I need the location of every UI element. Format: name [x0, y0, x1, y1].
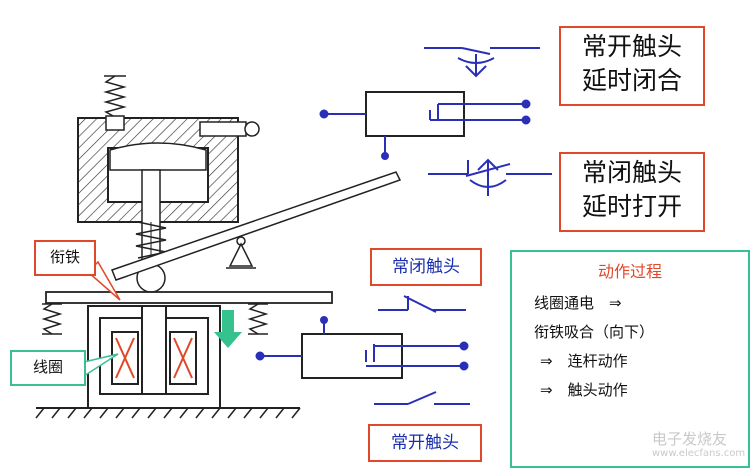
top-spring: [103, 75, 127, 118]
lower-contact-block: [255, 316, 469, 379]
right-spring: [247, 303, 269, 335]
lever-pivot: [226, 236, 256, 269]
nc-contact-symbol: [378, 295, 466, 313]
process-step: ⇒ 触头动作: [540, 381, 628, 399]
nc-contact-label: 常闭触头: [370, 248, 482, 286]
nc-delay-open-label: 常闭触头 延时打开: [559, 152, 705, 232]
no-contact-symbol: [374, 391, 470, 405]
air-chamber: [77, 115, 260, 223]
nc-delay-open-line1: 常闭触头: [581, 158, 682, 187]
upper-contact-block: [319, 91, 531, 160]
armature-plate: [45, 291, 333, 304]
process-title: 动作过程: [597, 262, 662, 281]
down-arrow: [214, 310, 242, 348]
nc-delay-open-symbol: [428, 158, 552, 196]
process-step: 线圈通电 ⇒: [534, 294, 622, 312]
base-ground: [35, 407, 301, 419]
armature-label: 衔铁: [34, 240, 96, 276]
nc-delay-open-line2: 延时打开: [581, 192, 682, 221]
no-contact-label: 常开触头: [368, 424, 482, 462]
coil-label: 线圈: [10, 350, 86, 386]
coil-right: [169, 331, 197, 385]
process-step: ⇒ 连杆动作: [540, 352, 628, 370]
piston-rod: [141, 169, 161, 261]
no-delay-close-label: 常开触头 延时闭合: [559, 26, 705, 106]
coil-left: [111, 331, 139, 385]
no-delay-close-line1: 常开触头: [581, 32, 682, 61]
no-delay-close-symbol: [424, 47, 540, 78]
watermark-url: www.elecfans.com: [652, 448, 746, 459]
left-spring: [41, 303, 63, 335]
process-step: 衔铁吸合（向下）: [534, 323, 655, 341]
lever-arm: [111, 171, 402, 281]
watermark-text: 电子发烧友: [652, 430, 728, 448]
action-process-panel: 动作过程 线圈通电 ⇒ 衔铁吸合（向下） ⇒ 连杆动作 ⇒ 触头动作: [510, 250, 750, 468]
no-delay-close-line2: 延时闭合: [581, 66, 682, 95]
